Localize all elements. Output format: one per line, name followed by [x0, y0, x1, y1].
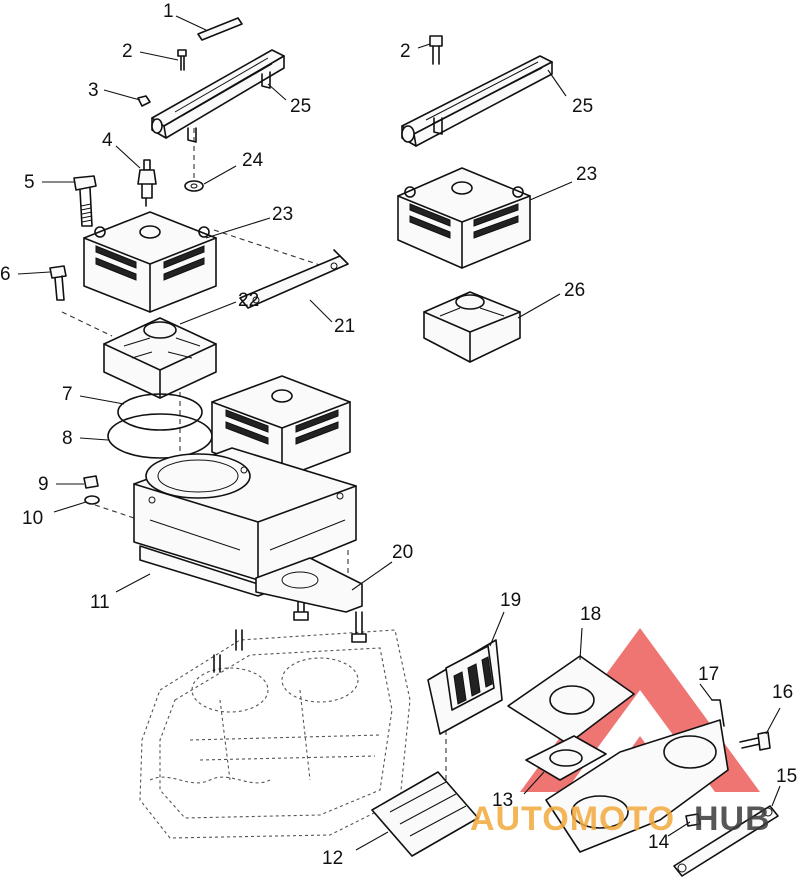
part-1-pin	[197, 17, 243, 41]
callout-8: 8	[62, 428, 73, 449]
part-23-head-cover-left	[83, 211, 217, 313]
part-8-o-ring	[107, 413, 213, 459]
callout-26: 26	[564, 280, 585, 301]
callout-25: 25	[572, 96, 593, 117]
part-6-bolt	[49, 265, 67, 301]
callout-15: 15	[776, 766, 797, 787]
callout-4: 4	[102, 130, 113, 151]
callout-2: 2	[400, 41, 411, 62]
part-23-head-cover-right	[397, 167, 531, 269]
callout-23: 23	[576, 164, 597, 185]
part-4-spark-plug	[137, 159, 157, 207]
callout-1: 1	[163, 1, 174, 22]
watermark-text-part2: HUB	[694, 800, 771, 838]
callout-13: 13	[492, 790, 513, 811]
part-15-strap	[673, 805, 779, 877]
part-12-reed-plate	[371, 771, 479, 857]
callout-18: 18	[580, 604, 601, 625]
part-9-nut	[83, 475, 99, 489]
callout-11: 11	[90, 592, 110, 613]
callout-17: 17	[698, 664, 719, 685]
callout-3: 3	[88, 80, 99, 101]
leader-lines	[17, 15, 781, 851]
callout-20: 20	[392, 542, 413, 563]
part-20-gasket	[255, 557, 363, 613]
part-14-nut	[685, 813, 701, 827]
callout-10: 10	[22, 508, 43, 529]
callout-2: 2	[122, 41, 133, 62]
callout-22: 22	[238, 290, 259, 311]
callout-6: 6	[0, 264, 11, 285]
part-24-washer	[184, 180, 204, 192]
watermark-text: AUTOMOTO HUB	[470, 800, 771, 838]
part-25-rail-right	[401, 55, 553, 147]
callout-23: 23	[272, 204, 293, 225]
part-3-nut	[137, 95, 151, 107]
part-7-o-ring	[117, 393, 203, 431]
crankcase-ghost	[139, 629, 411, 839]
part-26-head-insert	[423, 291, 521, 363]
part-16-bolt	[739, 731, 771, 751]
callout-5: 5	[24, 172, 35, 193]
callout-9: 9	[38, 474, 49, 495]
part-2-bolt-left	[177, 49, 187, 71]
callout-16: 16	[772, 682, 793, 703]
part-17-intake-manifold	[545, 699, 729, 853]
part-21-bracket	[239, 249, 349, 309]
callout-12: 12	[322, 848, 343, 869]
part-5-long-bolt	[73, 175, 97, 227]
part-22-head-insert	[103, 317, 217, 399]
callout-21: 21	[334, 316, 355, 337]
part-18-gasket	[507, 655, 635, 745]
part-10-washer	[84, 495, 100, 505]
callout-14: 14	[648, 832, 670, 853]
callout-7: 7	[62, 384, 73, 405]
watermark-text-part1: AUTOMOTO	[470, 800, 675, 838]
callout-25: 25	[290, 96, 311, 117]
callout-19: 19	[500, 590, 521, 611]
callout-24: 24	[242, 150, 264, 171]
part-19-reed-valve	[427, 639, 503, 735]
part-2-bolt-right	[429, 35, 443, 65]
part-13-gasket	[525, 735, 607, 781]
part-25-rail-left	[151, 49, 285, 143]
